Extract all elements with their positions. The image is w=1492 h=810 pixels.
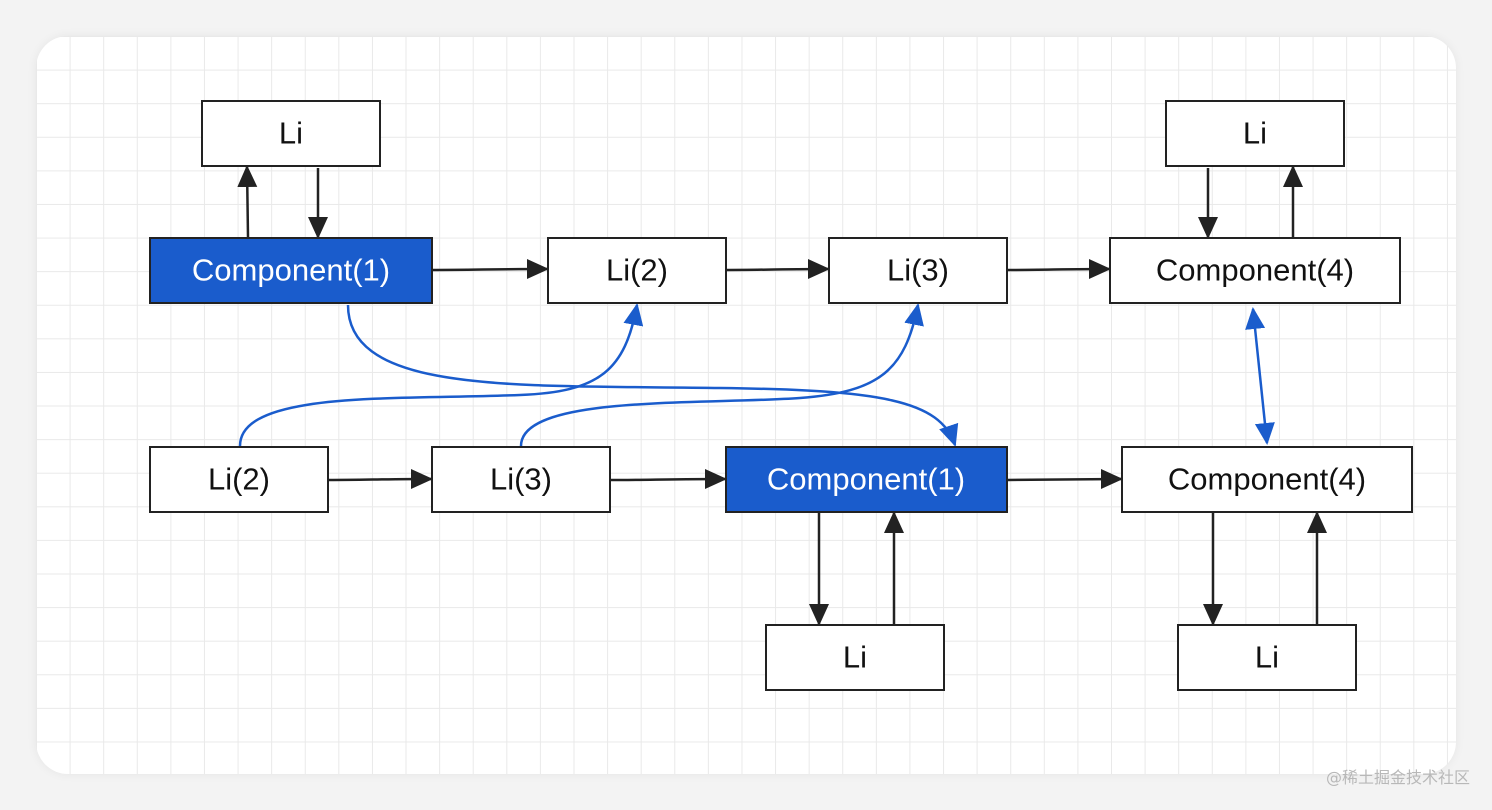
edge-li3-to-c1-bottom bbox=[609, 469, 727, 490]
edge-li3-bottom-to-li3-top bbox=[519, 303, 924, 447]
edge-c1-top-to-c1-bottom bbox=[346, 304, 959, 447]
node-label: Li(3) bbox=[490, 462, 552, 497]
node-li-3-top: Li(3) bbox=[828, 237, 1008, 304]
node-label: Li bbox=[843, 640, 867, 675]
node-li-2-top: Li(2) bbox=[547, 237, 727, 304]
node-label: Component(4) bbox=[1168, 462, 1366, 497]
node-component-1-bottom: Component(1) bbox=[725, 446, 1008, 513]
node-component-4-top: Component(4) bbox=[1109, 237, 1401, 304]
edge-c1-to-li-top-up bbox=[237, 165, 258, 238]
blue-edges bbox=[238, 303, 1275, 447]
node-label: Li bbox=[1243, 116, 1267, 151]
node-label: Li(2) bbox=[208, 462, 270, 497]
node-li-3-bottom: Li(3) bbox=[431, 446, 611, 513]
node-label: Component(1) bbox=[192, 253, 390, 288]
edge-c1-to-li2-top bbox=[431, 259, 549, 280]
node-label: Li bbox=[279, 116, 303, 151]
node-li-below-component-1: Li bbox=[765, 624, 945, 691]
node-li-top-right: Li bbox=[1165, 100, 1345, 167]
node-li-2-bottom: Li(2) bbox=[149, 446, 329, 513]
node-label: Component(4) bbox=[1156, 253, 1354, 288]
node-label: Component(1) bbox=[767, 462, 965, 497]
edge-li2-bottom-to-li2-top bbox=[238, 303, 644, 447]
node-component-4-bottom: Component(4) bbox=[1121, 446, 1413, 513]
watermark: @稀土掘金技术社区 bbox=[1325, 768, 1470, 787]
node-label: Li(2) bbox=[606, 253, 668, 288]
node-label: Li bbox=[1255, 640, 1279, 675]
edge-c4-top-c4-bottom-bidirectional bbox=[1245, 307, 1275, 445]
edge-c1-to-c4-bottom bbox=[1006, 469, 1123, 490]
node-label: Li(3) bbox=[887, 253, 949, 288]
node-component-1-top: Component(1) bbox=[149, 237, 433, 304]
edge-li2-to-li3-bottom bbox=[328, 469, 433, 490]
node-li-below-component-4: Li bbox=[1177, 624, 1357, 691]
edge-li2-to-li3-top bbox=[725, 259, 830, 280]
black-edges bbox=[237, 165, 1327, 626]
edge-li3-to-c4-top bbox=[1006, 259, 1111, 280]
node-li-top-left: Li bbox=[201, 100, 381, 167]
